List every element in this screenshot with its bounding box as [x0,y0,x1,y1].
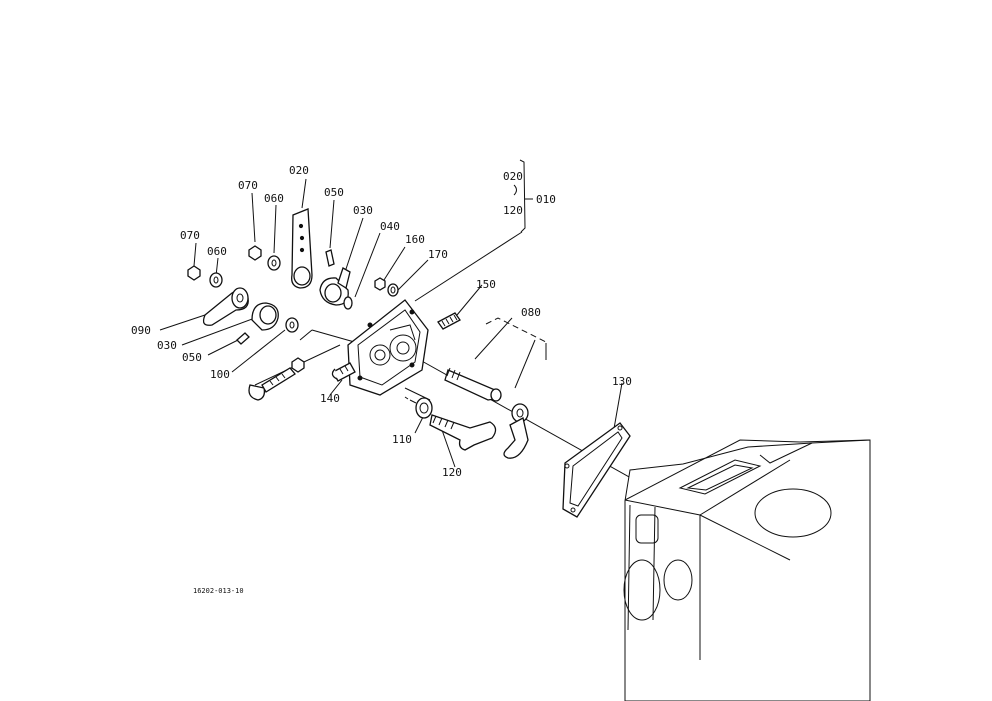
label-120-assembly: 120 [503,204,523,217]
lever-assembly-upper [248,208,399,310]
stud-150 [437,312,461,330]
label-020-assembly: 020 [503,170,523,183]
label-010: 010 [536,193,556,206]
label-030-left: 030 [157,339,177,352]
seal-110 [404,396,433,419]
label-050-upper: 050 [324,186,344,199]
label-150: 150 [476,278,496,291]
label-070-upper: 070 [238,179,258,192]
governor-shaft-080 [444,367,529,459]
assembly-bracket-010 [513,159,533,233]
shaft-120 [429,414,497,451]
governor-cover-housing [347,299,429,396]
label-100: 100 [210,368,230,381]
label-070-left: 070 [180,229,200,242]
part-labels: 070 060 020 050 030 040 160 170 070 060 … [131,164,632,595]
gasket-130 [562,422,631,518]
label-060-upper: 060 [264,192,284,205]
label-040: 040 [380,220,400,233]
label-130: 130 [612,375,632,388]
drawing-number: 16202-013-10 [193,587,244,595]
assembly-bracket-080 [485,317,549,360]
label-140: 140 [320,392,340,405]
label-160: 160 [405,233,425,246]
label-120-lower: 120 [442,466,462,479]
label-030-upper: 030 [353,204,373,217]
label-060-left: 060 [207,245,227,258]
label-170: 170 [428,248,448,261]
label-110: 110 [392,433,412,446]
label-020: 020 [289,164,309,177]
label-090: 090 [131,324,151,337]
label-080: 080 [521,306,541,319]
leader-lines [159,178,793,569]
engine-block-outline [623,439,871,701]
label-050-left: 050 [182,351,202,364]
lever-assembly-left [187,265,305,401]
bolt-140 [331,362,356,382]
